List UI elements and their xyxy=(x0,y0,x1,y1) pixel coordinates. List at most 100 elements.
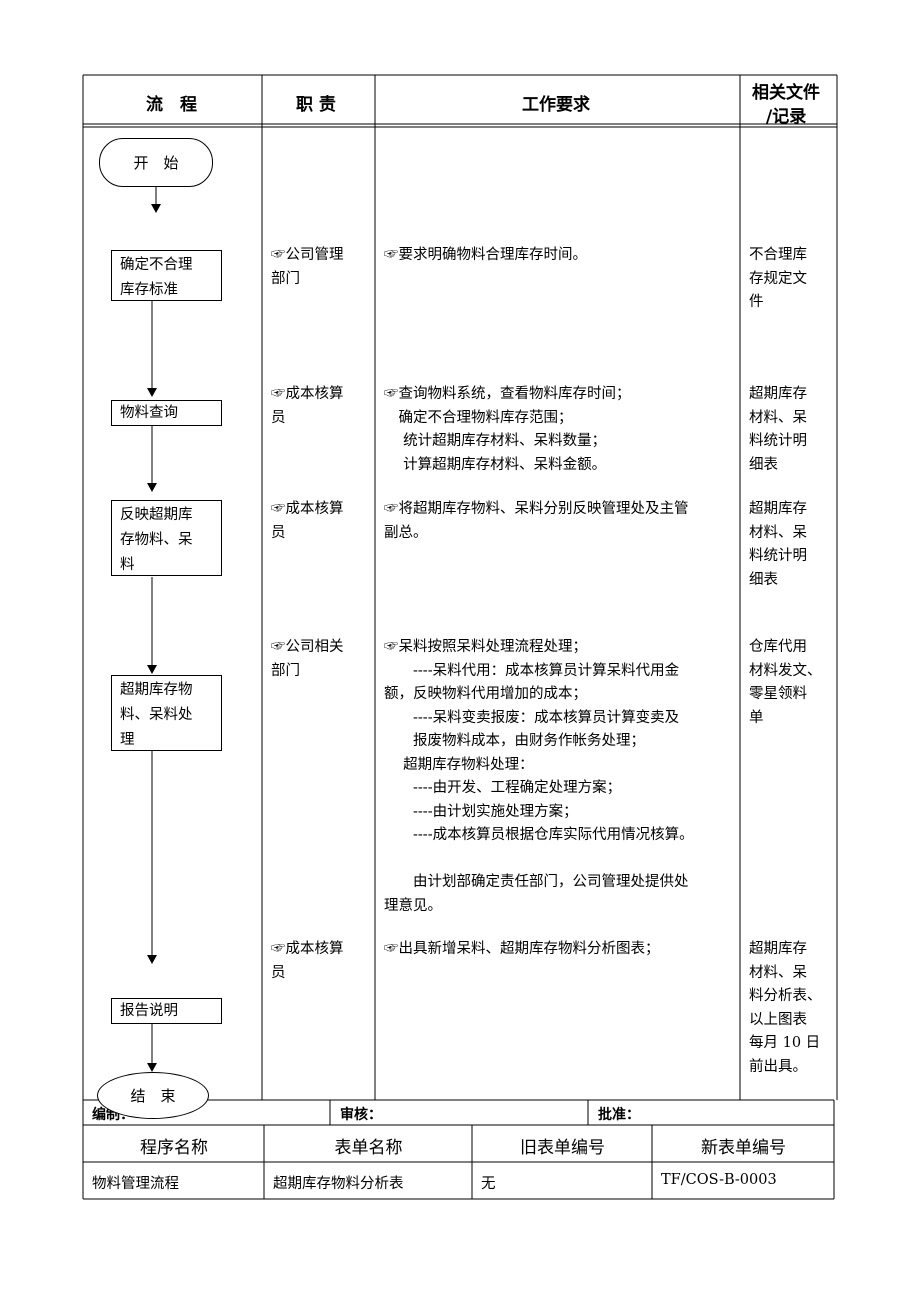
docs-line: 单 xyxy=(749,709,764,726)
header-docs-line2: /记录 xyxy=(766,107,807,127)
requirement-line: ☞出具新增呆料、超期库存物料分析图表； xyxy=(384,941,660,957)
flow-step-report: 报告说明 xyxy=(111,998,222,1024)
requirement-line: 额，反映物料代用增加的成本； xyxy=(384,686,587,702)
docs-line: 零星领料 xyxy=(749,686,807,702)
requirement-line: 计算超期库存材料、呆料金额。 xyxy=(384,456,607,473)
reviewed-by-label: 审核： xyxy=(340,1107,382,1123)
requirement-line: 确定不合理物料库存范围； xyxy=(384,409,573,426)
flow-step-handle-overdue: 超期库存物 料、呆料处 理 xyxy=(111,675,222,751)
flow-step-text: 库存标准 xyxy=(120,282,178,298)
footer-header-procedure: 程序名称 xyxy=(140,1138,208,1158)
flow-start-terminal: 开 始 xyxy=(99,138,213,187)
duty-line: ☞成本核算 xyxy=(271,501,344,517)
docs-cell-1: 不合理库 存规定文 件 xyxy=(749,244,807,315)
header-duty: 职 责 xyxy=(296,95,336,115)
docs-line: 料统计明 xyxy=(749,548,807,564)
requirement-line: ----由开发、工程确定处理方案； xyxy=(384,780,622,796)
requirement-line: 副总。 xyxy=(384,524,428,541)
footer-value-new-number: TF/COS-B-0003 xyxy=(661,1172,777,1188)
docs-line: 材料、呆 xyxy=(749,409,807,426)
docs-cell-4: 仓库代用 材料发文、 零星领料 单 xyxy=(749,636,822,730)
requirement-line: 报废物料成本，由财务作帐务处理； xyxy=(384,733,645,749)
duty-cell-2: ☞成本核算 员 xyxy=(271,383,344,430)
flow-step-text: 理 xyxy=(120,732,135,748)
requirement-cell-5: ☞出具新增呆料、超期库存物料分析图表； xyxy=(384,938,660,962)
requirement-line: ☞查询物料系统，查看物料库存时间； xyxy=(384,386,631,402)
requirement-line: 由计划部确定责任部门，公司管理处提供处 xyxy=(384,874,689,890)
requirement-cell-1: ☞要求明确物料合理库存时间。 xyxy=(384,244,587,268)
flow-step-text: 物料查询 xyxy=(120,405,178,421)
requirement-line: ----成本核算员根据仓库实际代用情况核算。 xyxy=(384,827,694,843)
duty-cell-1: ☞公司管理 部门 xyxy=(271,244,344,291)
docs-line: 料分析表、 xyxy=(749,988,822,1004)
docs-line: 材料发文、 xyxy=(749,662,822,679)
requirement-cell-4: ☞呆料按照呆料处理流程处理； ----呆料代用：成本核算员计算呆料代用金 额，反… xyxy=(384,636,694,918)
requirement-line: ----呆料代用：成本核算员计算呆料代用金 xyxy=(384,662,680,679)
requirement-line: ☞将超期库存物料、呆料分别反映管理处及主管 xyxy=(384,501,689,517)
duty-line: 员 xyxy=(271,409,286,426)
duty-line: ☞成本核算 xyxy=(271,386,344,402)
docs-line: 超期库存 xyxy=(749,501,807,517)
duty-line: ☞公司相关 xyxy=(271,639,344,655)
docs-line: 材料、呆 xyxy=(749,524,807,541)
docs-line: 细表 xyxy=(749,456,778,473)
flow-step-text: 存物料、呆 xyxy=(120,532,193,548)
flow-step-report-overdue: 反映超期库 存物料、呆 料 xyxy=(111,500,222,576)
flow-step-text: 料、呆料处 xyxy=(120,707,193,723)
docs-line: 存规定文 xyxy=(749,270,807,287)
footer-header-old-number: 旧表单编号 xyxy=(520,1138,605,1158)
flow-step-text: 确定不合理 xyxy=(120,257,193,273)
docs-line: 每月 10 日 xyxy=(749,1035,821,1051)
flow-step-text: 料 xyxy=(120,557,135,573)
docs-line: 以上图表 xyxy=(749,1011,807,1028)
footer-value-old-number: 无 xyxy=(481,1176,496,1192)
footer-value-procedure: 物料管理流程 xyxy=(92,1176,179,1192)
flow-step-text: 超期库存物 xyxy=(120,682,193,698)
duty-cell-4: ☞公司相关 部门 xyxy=(271,636,344,683)
requirement-line: 理意见。 xyxy=(384,897,442,914)
footer-header-new-number: 新表单编号 xyxy=(701,1138,786,1158)
duty-line: ☞公司管理 xyxy=(271,247,344,263)
flow-start-label: 开 始 xyxy=(133,154,179,172)
flow-step-text: 报告说明 xyxy=(120,1003,178,1019)
duty-line: 员 xyxy=(271,964,286,981)
docs-cell-2: 超期库存 材料、呆 料统计明 细表 xyxy=(749,383,807,477)
docs-line: 材料、呆 xyxy=(749,964,807,981)
docs-line: 超期库存 xyxy=(749,386,807,402)
header-flow: 流 程 xyxy=(146,95,197,115)
docs-line: 件 xyxy=(749,294,764,310)
requirement-line: ☞呆料按照呆料处理流程处理； xyxy=(384,639,587,655)
flow-step-material-query: 物料查询 xyxy=(111,400,222,426)
duty-cell-3: ☞成本核算 员 xyxy=(271,498,344,545)
docs-cell-5: 超期库存 材料、呆 料分析表、 以上图表 每月 10 日 前出具。 xyxy=(749,938,822,1079)
duty-line: ☞成本核算 xyxy=(271,941,344,957)
flow-step-text: 反映超期库 xyxy=(120,507,193,523)
requirement-cell-3: ☞将超期库存物料、呆料分别反映管理处及主管 副总。 xyxy=(384,498,689,545)
flow-step-define-standard: 确定不合理 库存标准 xyxy=(111,250,222,301)
requirement-line: ☞要求明确物料合理库存时间。 xyxy=(384,247,587,263)
docs-line: 前出具。 xyxy=(749,1058,807,1075)
docs-line: 超期库存 xyxy=(749,941,807,957)
requirement-line xyxy=(384,848,694,872)
duty-line: 部门 xyxy=(271,662,300,679)
header-requirement: 工作要求 xyxy=(522,95,590,115)
requirement-line: ----由计划实施处理方案； xyxy=(384,803,578,820)
docs-line: 料统计明 xyxy=(749,433,807,449)
footer-header-form-name: 表单名称 xyxy=(334,1138,403,1158)
docs-line: 不合理库 xyxy=(749,247,807,263)
duty-cell-5: ☞成本核算 员 xyxy=(271,938,344,985)
flow-end-label: 结 束 xyxy=(130,1087,176,1105)
requirement-line: 统计超期库存材料、呆料数量； xyxy=(384,433,607,449)
duty-line: 部门 xyxy=(271,270,300,287)
header-docs-line1: 相关文件 xyxy=(752,83,820,103)
docs-line: 细表 xyxy=(749,571,778,588)
flow-end-terminal: 结 束 xyxy=(97,1072,209,1119)
requirement-cell-2: ☞查询物料系统，查看物料库存时间； 确定不合理物料库存范围； 统计超期库存材料、… xyxy=(384,383,631,477)
requirement-line: 超期库存物料处理： xyxy=(384,756,534,773)
requirement-line: ----呆料变卖报废：成本核算员计算变卖及 xyxy=(384,709,680,726)
footer-value-form-name: 超期库存物料分析表 xyxy=(273,1176,404,1192)
approved-by-label: 批准： xyxy=(598,1107,640,1123)
docs-cell-3: 超期库存 材料、呆 料统计明 细表 xyxy=(749,498,807,592)
